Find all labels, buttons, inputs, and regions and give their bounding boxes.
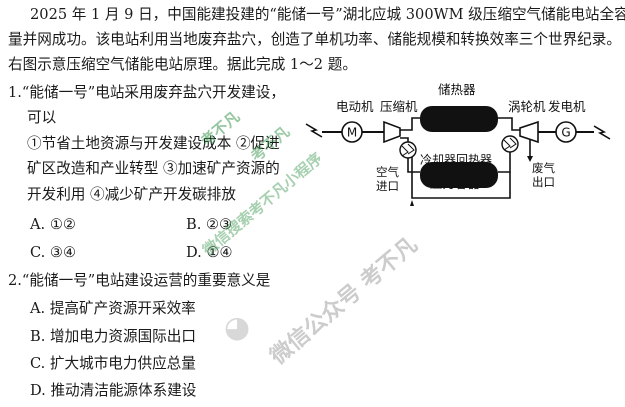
q1-choice-c[interactable]: C. ③④ xyxy=(30,244,77,261)
exhaust-label-1: 废气 xyxy=(532,161,555,175)
exhaust-label-2: 出口 xyxy=(532,175,555,189)
q1-option-line-3: 开发利用 ④减少矿产开发碳排放 xyxy=(27,186,236,203)
q1-option-line-1: ①节省土地资源与开发建设成本 ②促进 xyxy=(27,135,280,152)
turbine-label: 涡轮机 xyxy=(508,99,546,114)
intro-line-1: 2025 年 1 月 9 日，中国能建投建的“能储一号”湖北应城 300WM 级… xyxy=(30,6,625,23)
q1-choice-b[interactable]: B. ②③ xyxy=(186,216,233,233)
q1-stem-line-2: 可以 xyxy=(27,109,57,126)
q1-choice-d[interactable]: D. ①④ xyxy=(186,244,233,261)
q1-choice-a[interactable]: A. ①② xyxy=(30,216,76,233)
heat-store-label: 储热器 xyxy=(438,82,476,97)
motor-symbol: M xyxy=(347,126,357,140)
watermark-text-4: 微信公众号 考不凡 xyxy=(265,232,423,370)
intro-line-3: 右图示意压缩空气储能电站原理。据此完成 1～2 题。 xyxy=(8,56,357,73)
heat-store xyxy=(420,106,498,132)
q2-stem: 2.“能储一号”电站建设运营的重要意义是 xyxy=(8,272,271,289)
q1-stem-line-1: 1.“能储一号”电站采用废弃盐穴开发建设， xyxy=(8,84,285,101)
turbine-icon xyxy=(519,120,539,144)
compressor-icon xyxy=(383,120,401,144)
compressor-label: 压缩机 xyxy=(380,99,418,114)
generator-symbol: G xyxy=(561,126,570,140)
q2-choice-c[interactable]: C. 扩大城市电力供应总量 xyxy=(30,355,196,372)
air-inlet-label-1: 空气 xyxy=(376,165,399,179)
air-inlet-label-2: 进口 xyxy=(376,179,399,193)
q1-option-line-2: 矿区改造和产业转型 ③加速矿产资源的 xyxy=(27,160,280,177)
motor-label: 电动机 xyxy=(336,99,374,114)
watermark-wechat-icon: ◕ xyxy=(224,310,251,345)
storage-plant-diagram: M 电动机 压缩机 储热器 压力容器 冷却器回热器 空气 进口 涡轮机 xyxy=(305,82,611,206)
q2-choice-d[interactable]: D. 推动清洁能源体系建设 xyxy=(30,382,197,399)
power-in-lightning-icon xyxy=(305,123,323,138)
intro-line-2: 量并网成功。该电站利用当地废弃盐穴，创造了单机功率、储能规模和转换效率三个世界纪… xyxy=(8,31,621,48)
pressure-vessel-label: 压力容器 xyxy=(430,176,481,191)
reheater-icon xyxy=(501,135,519,153)
q2-choice-a[interactable]: A. 提高矿产资源开采效率 xyxy=(30,300,196,317)
pressure-vessel xyxy=(420,162,498,188)
cooler-reheater-label: 冷却器回热器 xyxy=(420,153,492,167)
cooler-icon xyxy=(399,141,417,159)
power-out-lightning-icon xyxy=(593,125,611,140)
generator-label: 发电机 xyxy=(548,99,586,114)
q2-choice-b[interactable]: B. 增加电力资源国际出口 xyxy=(30,328,196,345)
